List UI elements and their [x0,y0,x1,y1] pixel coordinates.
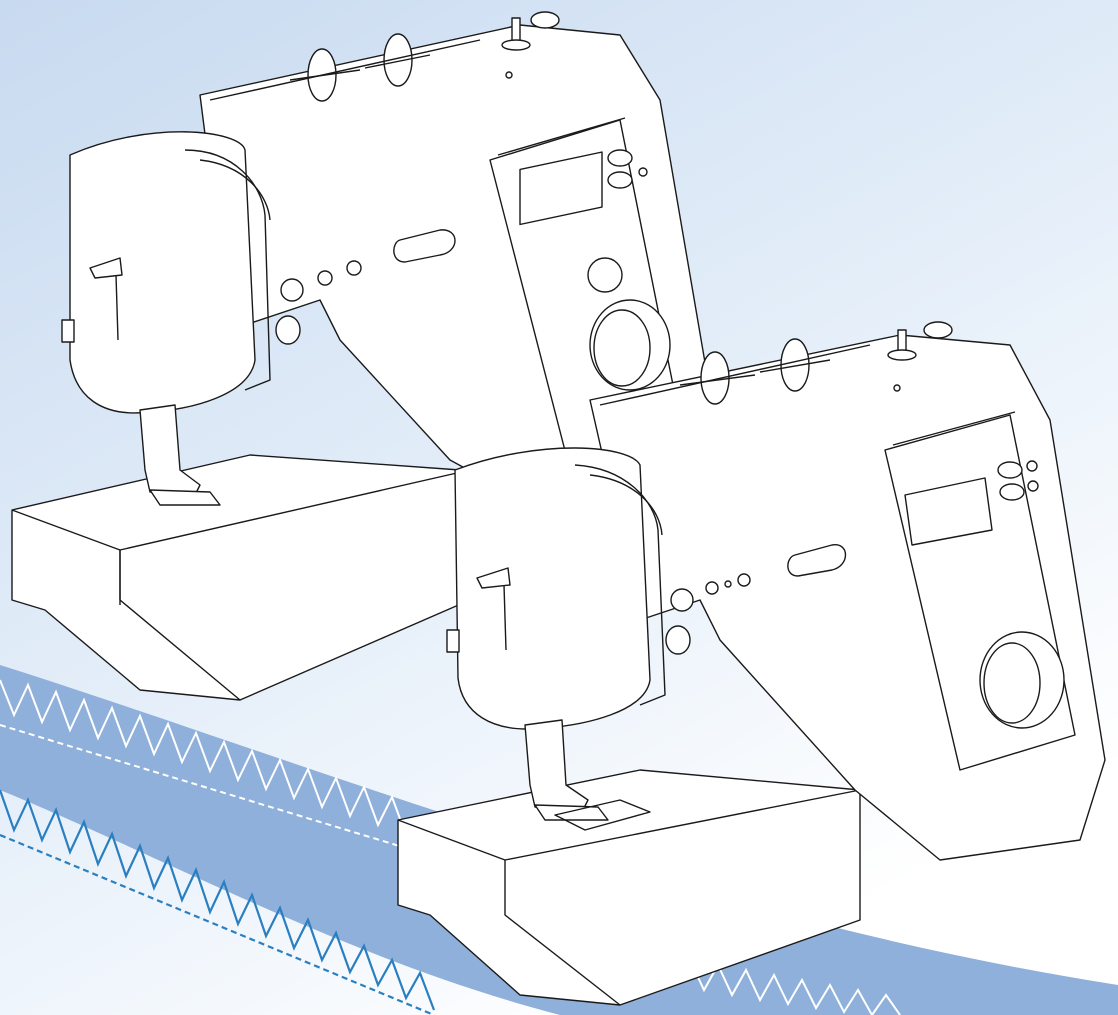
machine-rear-spools [209,33,481,102]
machine-rear-speed-dial [587,257,623,293]
sewing-machine-front [397,321,1106,1006]
zigzag-stitch-dark [0,789,436,1015]
machine-rear-bed [11,454,471,701]
machine-front-presser-foot [524,719,589,811]
machine-front-head [454,447,651,730]
machine-rear-presser-foot [139,404,201,496]
machine-front-lcd [904,477,993,546]
sewing-machine-rear [11,11,721,701]
machine-front-spools [599,338,871,406]
machine-rear-head [69,131,256,414]
zigzag-stitch-light [0,679,901,1015]
machine-rear-lcd [519,151,603,226]
machine-front-bed [397,769,861,1006]
